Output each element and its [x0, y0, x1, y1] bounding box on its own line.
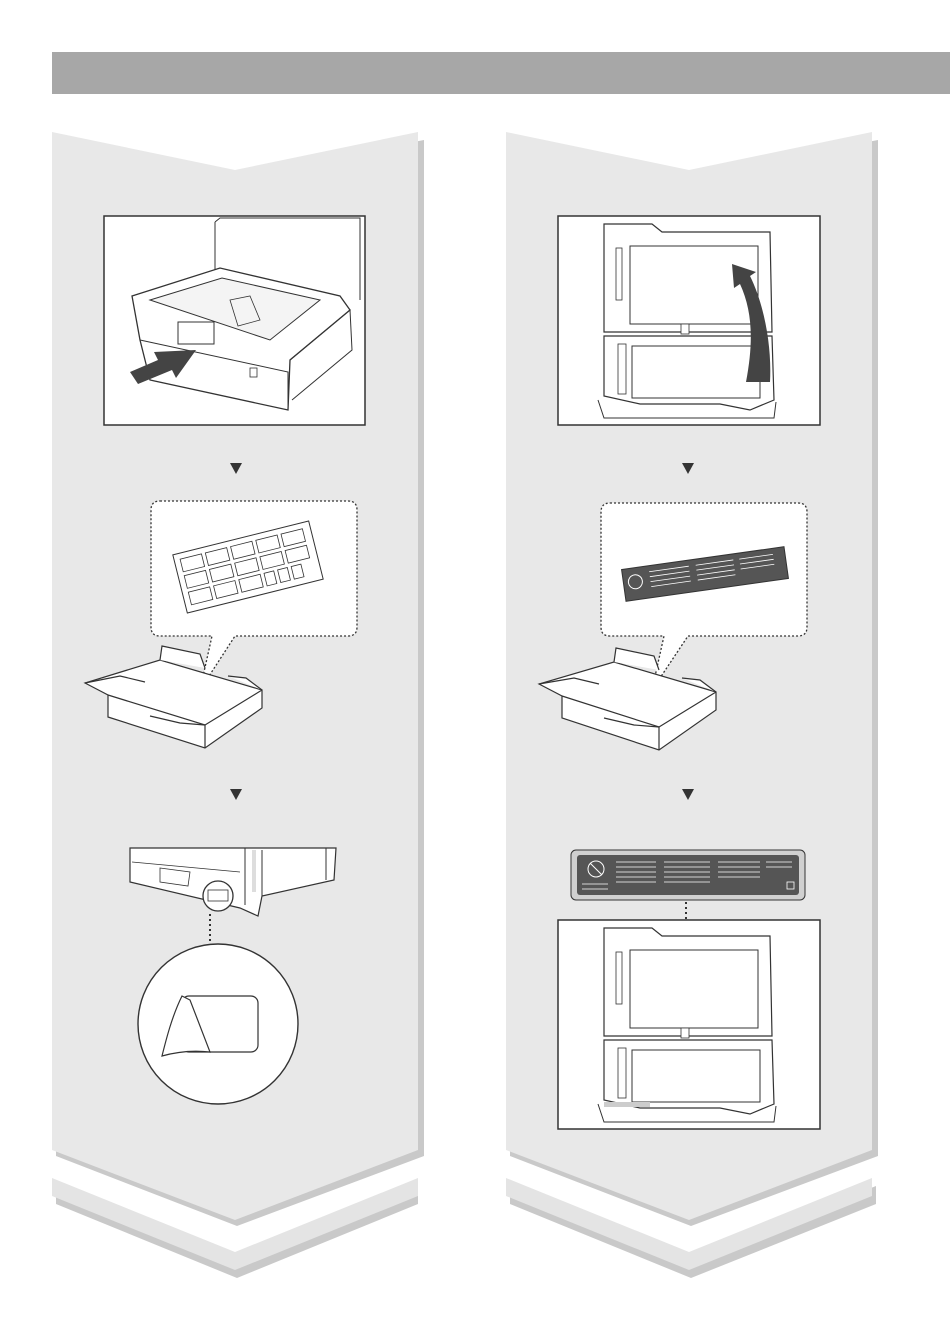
paper-drawer-insert-illustration: [104, 216, 365, 425]
scanner-lid-open-illustration: [558, 216, 820, 425]
label-strip-apply-scanner-illustration: [558, 850, 820, 1129]
